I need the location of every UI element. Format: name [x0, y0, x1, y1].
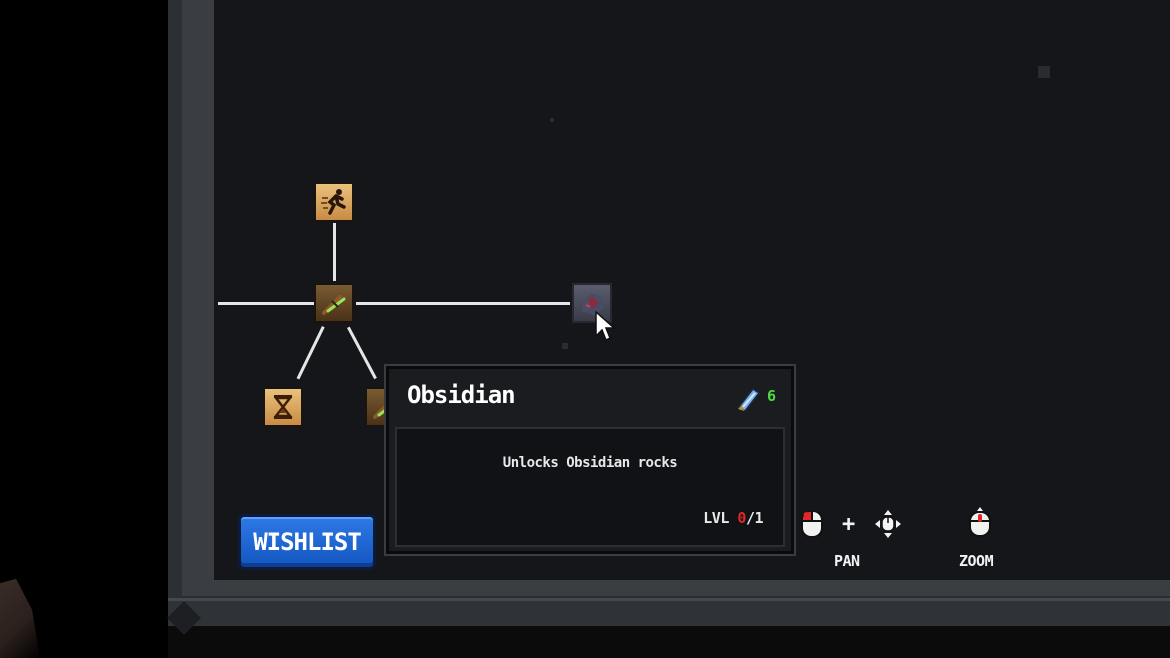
tooltip-cost: 6 [767, 387, 777, 405]
window-frame-shadow [168, 626, 1170, 658]
skill-node-mining-center[interactable] [314, 283, 354, 323]
outer-background [0, 0, 168, 658]
tree-connector [333, 223, 336, 281]
skill-tooltip: Obsidian 6 Unlocks Obsidian rocks LVL 0/… [384, 364, 796, 556]
crystal-currency-icon [737, 387, 761, 413]
skill-node-obsidian[interactable] [572, 283, 612, 323]
obsidian-rock-icon [582, 293, 603, 315]
hourglass-icon [273, 395, 293, 419]
tooltip-description: Unlocks Obsidian rocks [502, 455, 678, 471]
wishlist-button[interactable]: WISHLIST [238, 514, 376, 570]
skill-node-speed[interactable] [314, 182, 354, 222]
level-current: 0 [737, 509, 746, 527]
skill-node-time[interactable] [263, 387, 303, 427]
move-arrows-icon [875, 510, 901, 538]
running-man-icon [321, 189, 346, 215]
background-speck [550, 118, 554, 122]
tree-connector [356, 302, 570, 305]
window-frame-bottom [168, 598, 1170, 627]
mouse-cursor-icon [595, 310, 616, 342]
zoom-label: ZOOM [959, 552, 994, 570]
pickaxe-icon [322, 295, 346, 315]
level-max: 1 [754, 509, 763, 527]
background-speck [1038, 66, 1050, 78]
tooltip-body: Unlocks Obsidian rocks LVL 0/1 [395, 427, 785, 547]
mouse-scroll-icon [969, 507, 991, 537]
tooltip-title: Obsidian [407, 381, 516, 409]
pan-label: PAN [834, 552, 860, 570]
tree-connector [218, 302, 314, 305]
level-separator: / [745, 509, 755, 527]
background-speck [562, 343, 568, 349]
mouse-left-click-icon [801, 510, 823, 538]
level-prefix: LVL [703, 509, 738, 527]
plus-sign: + [842, 512, 856, 537]
tooltip-level: LVL 0/1 [703, 509, 763, 527]
